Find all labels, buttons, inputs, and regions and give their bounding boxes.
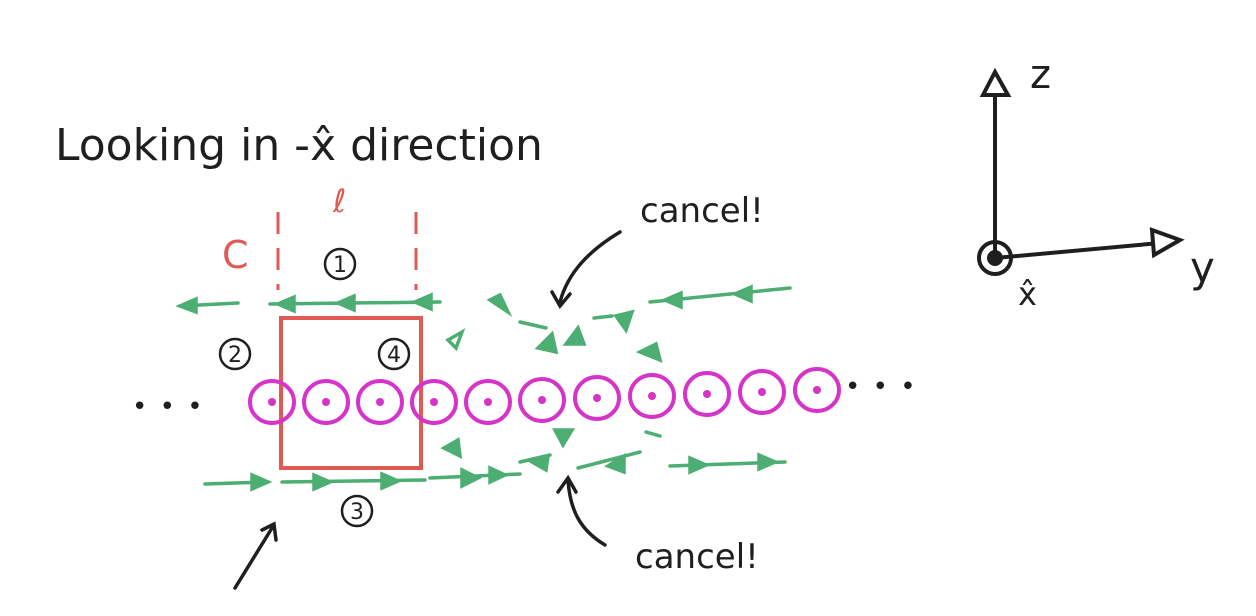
segment-label-circle [323, 247, 357, 281]
segment-label-text: 3 [350, 500, 364, 525]
x-axis-label: x̂ [1018, 275, 1037, 313]
segment-label-circle [377, 337, 411, 371]
cancel-label-top: cancel! [640, 191, 764, 231]
current-out-of-page-dot [484, 398, 492, 406]
amperian-loop [279, 316, 423, 470]
z-axis-label: z [1030, 52, 1051, 98]
cancel-arrowhead-bottom-icon [556, 474, 578, 494]
wire-cross-section [410, 379, 458, 425]
current-out-of-page-dot [813, 386, 821, 394]
field-arrow-icon [440, 437, 463, 460]
current-out-of-page-dot [758, 388, 766, 396]
field-arrow-icon [534, 330, 559, 355]
field-arrow-right-icon [757, 452, 780, 472]
segment-label-text: 4 [387, 343, 401, 368]
current-out-of-page-dot [593, 394, 601, 402]
field-arrow-icon [604, 452, 626, 475]
field-line [280, 478, 427, 484]
wire-cross-section [464, 379, 512, 425]
z-axis-arrow [979, 67, 1012, 97]
field-arrow-right-icon [688, 455, 711, 475]
current-out-of-page-dot [268, 398, 276, 406]
field-arrow-icon [486, 292, 513, 317]
field-arrow-right-icon [488, 465, 510, 485]
cancel-arrow-bottom [566, 478, 607, 547]
field-line [518, 320, 548, 330]
segment-label-4: 4 [377, 337, 411, 371]
ellipsis-right: • • • [845, 372, 918, 402]
field-arrow-icon [445, 328, 466, 352]
current-out-of-page-dot [322, 398, 330, 406]
loop-width-guides [276, 212, 418, 290]
page-title: Looking in -x̂ direction [55, 120, 543, 171]
segment-label-circle [340, 494, 374, 528]
current-sheet [248, 367, 841, 425]
field-arrow-icon [552, 428, 576, 449]
wire-cross-section [573, 375, 621, 421]
wire-cross-section [248, 379, 296, 425]
field-arrow-icon [635, 341, 663, 363]
field-arrow-right-icon [250, 472, 273, 492]
field-arrow-right-icon [460, 467, 482, 489]
wire-cross-section [738, 369, 786, 415]
current-out-of-page-dot [376, 398, 384, 406]
y-axis-line [993, 241, 1162, 260]
loop-width-label: ℓ [332, 182, 346, 220]
field-line [644, 430, 662, 438]
segment-label-3: 3 [340, 494, 374, 528]
field-arrow-left-icon [333, 293, 356, 313]
loop-pointer-arrow [233, 526, 274, 590]
field-line [576, 450, 642, 470]
y-axis-label: y [1190, 243, 1215, 292]
current-out-of-page-dot [648, 392, 656, 400]
wire-cross-section [628, 373, 676, 419]
field-line [592, 314, 614, 320]
coordinate-axes [977, 67, 1185, 276]
field-arrow-left-icon [410, 292, 433, 312]
loop-c-label: C [222, 233, 249, 277]
cancel-arrowhead-top-icon [550, 290, 572, 310]
loop-pointer-arrowhead-icon [260, 521, 278, 542]
x-axis-out-of-page-icon [977, 240, 1013, 276]
x-axis-dot [987, 250, 1003, 266]
cancel-label-bottom: cancel! [635, 537, 759, 577]
wire-cross-section [683, 371, 731, 417]
wire-cross-section [793, 367, 841, 413]
field-arrow-icon [562, 324, 587, 346]
field-line [518, 453, 552, 464]
segment-label-text: 2 [228, 343, 242, 368]
cancel-arrow-top [558, 230, 622, 304]
segment-label-2: 2 [218, 337, 252, 371]
wire-cross-section [356, 379, 404, 425]
wire-cross-section [518, 377, 566, 423]
field-arrow-left-icon [175, 296, 198, 315]
y-axis-arrow [1149, 227, 1185, 259]
segment-label-circle [218, 337, 252, 371]
field-arrow-left-icon [730, 284, 753, 304]
field-arrow-icon [613, 309, 635, 334]
field-lines-bottom [203, 428, 787, 492]
field-arrow-left-icon [660, 290, 683, 310]
field-arrow-left-icon [273, 294, 296, 314]
wire-cross-section [302, 379, 350, 425]
field-arrow-right-icon [380, 471, 403, 491]
current-out-of-page-dot [430, 398, 438, 406]
current-out-of-page-dot [703, 390, 711, 398]
current-out-of-page-dot [538, 396, 546, 404]
segment-label-text: 1 [333, 253, 347, 278]
ellipsis-left: • • • [132, 392, 205, 422]
segment-label-1: 1 [323, 247, 357, 281]
field-arrow-right-icon [312, 472, 335, 492]
field-lines-top [175, 284, 792, 363]
